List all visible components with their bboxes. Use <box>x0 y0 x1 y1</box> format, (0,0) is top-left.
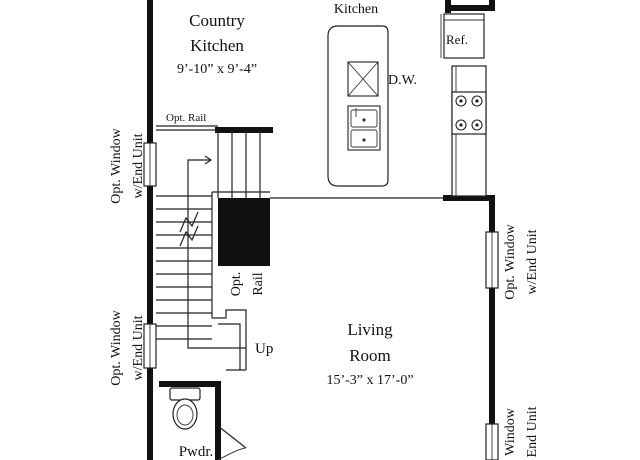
cooktop <box>451 91 487 135</box>
living-room-dims: 15’-3” x 17’-0” <box>326 373 413 388</box>
structural-column <box>218 198 270 266</box>
window-right-upper-line2: w/End Unit <box>525 229 540 294</box>
kitchen-island <box>327 25 389 187</box>
opt-rail-top-label: Opt. Rail <box>166 112 206 124</box>
window-right-lower-line1: Window <box>503 407 518 456</box>
kitchen-label: Kitchen <box>334 2 378 17</box>
window-left-upper-line2: w/End Unit <box>131 133 146 198</box>
window-right-upper-line1: Opt. Window <box>503 223 518 299</box>
opt-rail-stair-line1: Opt. <box>229 272 244 297</box>
counter <box>451 65 487 197</box>
refrigerator <box>440 13 485 59</box>
opt-rail-top <box>156 125 218 131</box>
opt-rail-stair-line2: Rail <box>251 272 266 295</box>
living-room-line1: Living <box>347 320 393 339</box>
toilet <box>169 387 201 430</box>
opt-rail-stair-label: Opt. Rail <box>229 272 266 297</box>
window-left-upper-label: Opt. Window w/End Unit <box>109 127 146 203</box>
window-right-upper-label: Opt. Window w/End Unit <box>503 223 540 299</box>
refrigerator-label: Ref. <box>446 32 468 47</box>
window-left-lower <box>143 323 157 369</box>
window-left-upper <box>143 142 157 187</box>
powder-door <box>217 425 247 460</box>
country-kitchen-line2: Kitchen <box>190 36 244 55</box>
window-right-lower-line2: End Unit <box>525 406 540 457</box>
window-right-upper <box>485 231 499 289</box>
window-left-lower-line2: w/End Unit <box>131 315 146 380</box>
dishwasher-label: D.W. <box>388 73 417 88</box>
living-room-line2: Room <box>349 346 391 365</box>
country-kitchen-line1: Country <box>189 11 245 30</box>
staircase <box>156 130 270 371</box>
window-right-lower <box>485 423 499 460</box>
sink <box>347 105 381 151</box>
window-left-upper-line1: Opt. Window <box>109 127 124 203</box>
stair-up-label: Up <box>255 341 273 357</box>
powder-label: Pwdr. <box>179 444 214 460</box>
window-left-lower-label: Opt. Window w/End Unit <box>109 309 146 385</box>
walls <box>147 0 495 460</box>
window-right-lower-label: Window End Unit <box>503 406 540 457</box>
window-left-lower-line1: Opt. Window <box>109 309 124 385</box>
country-kitchen-dims: 9’-10” x 9’-4” <box>177 62 257 77</box>
labels: Country Kitchen 9’-10” x 9’-4” Kitchen D… <box>109 2 540 460</box>
